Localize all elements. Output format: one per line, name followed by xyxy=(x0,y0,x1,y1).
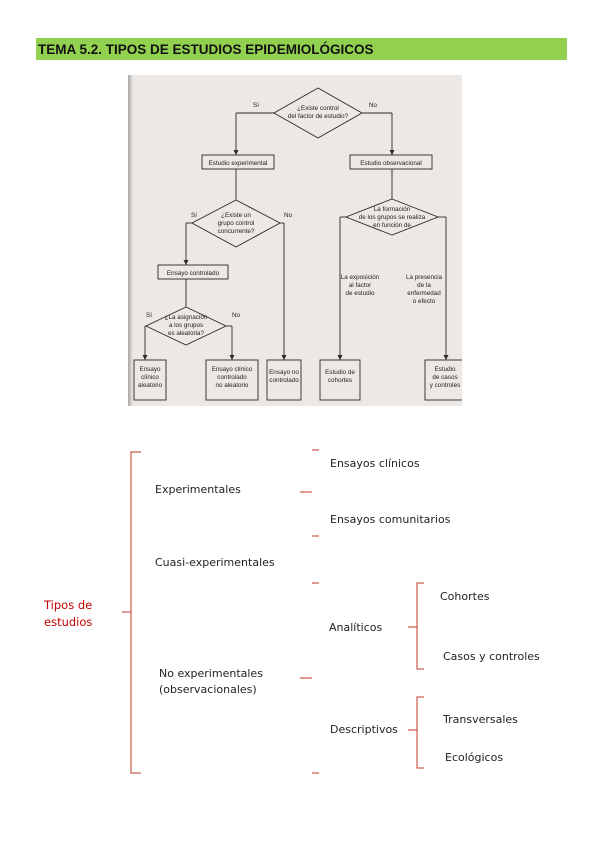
flow-presencia-line4: o efecto xyxy=(413,298,436,305)
brace-experimentales xyxy=(300,449,319,537)
flow-leaf-ensayo-aleatorio xyxy=(133,359,167,401)
flow-leaf5-line3: y controles xyxy=(430,382,460,389)
flow-experimental-text: Estudio experimental xyxy=(209,160,268,167)
flow-observacional-text: Estudio observacional xyxy=(360,160,422,167)
flow-ensayo-controlado-text: Ensayo controlado xyxy=(167,270,220,277)
brace-analiticos xyxy=(416,582,424,670)
tree-ensayos-clinicos: Ensayos clínicos xyxy=(330,457,420,470)
tree-ecologicos: Ecológicos xyxy=(445,751,504,764)
flow-leaf3-line2: controlado xyxy=(269,377,299,384)
brace-root xyxy=(130,451,141,774)
flow-exposicion-line2: al factor xyxy=(349,282,371,289)
flow-leaf5-line2: de casos xyxy=(432,374,457,381)
section-title: TEMA 5.2. TIPOS DE ESTUDIOS EPIDEMIOLÓGI… xyxy=(38,41,374,57)
tree-root-label: Tipos de estudios xyxy=(44,598,93,629)
flowchart-background xyxy=(128,75,462,406)
flow-leaf4-line2: cohortes xyxy=(328,377,352,384)
flow-leaf1-line2: clínico xyxy=(141,374,159,381)
flow-leaf1-line1: Ensayo xyxy=(139,366,161,373)
flow-q2-line2: grupo control xyxy=(218,220,255,227)
flow-decision-q1 xyxy=(273,87,363,139)
tree-experimentales: Experimentales xyxy=(155,483,241,496)
flow-exposicion-line1: La exposición xyxy=(341,274,380,281)
flow-leaf1-line3: aleatorio xyxy=(138,382,163,389)
tree-cohortes: Cohortes xyxy=(440,590,490,603)
flow-q3-line3: en función de xyxy=(373,222,411,229)
flowchart-scan-edge xyxy=(128,75,133,406)
flow-leaf4-line1: Estudio de xyxy=(325,369,355,376)
tree-casos-controles: Casos y controles xyxy=(443,650,540,663)
flow-leaf2-line3: no aleatorio xyxy=(216,382,249,389)
flow-presencia-line2: de la xyxy=(417,282,431,289)
flow-decision-q2 xyxy=(191,199,281,248)
flow-exposicion-line3: de estudio xyxy=(345,290,375,297)
flow-q1-line2: del factor de estudio? xyxy=(288,113,349,120)
flow-label-si-3: Sí xyxy=(146,312,152,319)
flow-decision-q4 xyxy=(144,306,228,346)
tree-transversales: Transversales xyxy=(443,713,518,726)
tree-ensayos-comunitarios: Ensayos comunitarios xyxy=(330,513,451,526)
brace-no-experimentales xyxy=(300,582,319,774)
flow-box-experimental xyxy=(201,154,275,170)
flow-q4-line3: es aleatoria? xyxy=(168,330,205,337)
flow-q2-line3: concurrente? xyxy=(218,228,255,235)
brace-descriptivos xyxy=(416,696,424,769)
flow-q3-line1: La formación xyxy=(374,206,411,213)
tree-cuasi-experimentales: Cuasi-experimentales xyxy=(155,556,275,569)
flow-label-si-2: Sí xyxy=(191,212,197,219)
flow-box-observacional xyxy=(349,154,433,170)
tree-descriptivos: Descriptivos xyxy=(330,723,398,736)
flow-q4-line2: a los grupos xyxy=(169,322,203,329)
flow-q2-line1: ¿Existe un xyxy=(221,212,251,219)
flow-q4-line1: ¿La asignación xyxy=(165,314,208,321)
flow-leaf2-line1: Ensayo clínico xyxy=(212,366,253,373)
tree-analiticos: Analíticos xyxy=(329,621,383,634)
flow-presencia-line1: La presencia xyxy=(406,274,443,281)
flow-label-si-1: Sí xyxy=(253,102,259,109)
section-title-bar: TEMA 5.2. TIPOS DE ESTUDIOS EPIDEMIOLÓGI… xyxy=(36,38,567,60)
flow-leaf5-line1: Estudio xyxy=(434,366,456,373)
flow-box-ensayo-controlado xyxy=(157,264,229,280)
classification-braces xyxy=(122,449,424,774)
flowchart: Sí No Sí No Sí No ¿Existe control del fa… xyxy=(133,87,462,401)
flow-presencia-line3: enfermedad xyxy=(407,290,441,297)
flow-leaf3-line1: Ensayo no xyxy=(269,369,299,376)
flow-label-no-1: No xyxy=(369,102,378,109)
flow-q3-line2: de los grupos se realiza xyxy=(359,214,426,221)
flow-label-no-2: No xyxy=(284,212,293,219)
flow-q1-line1: ¿Existe control xyxy=(297,105,339,112)
flow-leaf-casos-controles xyxy=(424,359,462,401)
tree-no-experimentales: No experimentales (observacionales) xyxy=(159,667,263,696)
flow-label-no-3: No xyxy=(232,312,241,319)
flow-decision-q3 xyxy=(344,198,440,236)
flow-leaf2-line2: controlado xyxy=(217,374,247,381)
